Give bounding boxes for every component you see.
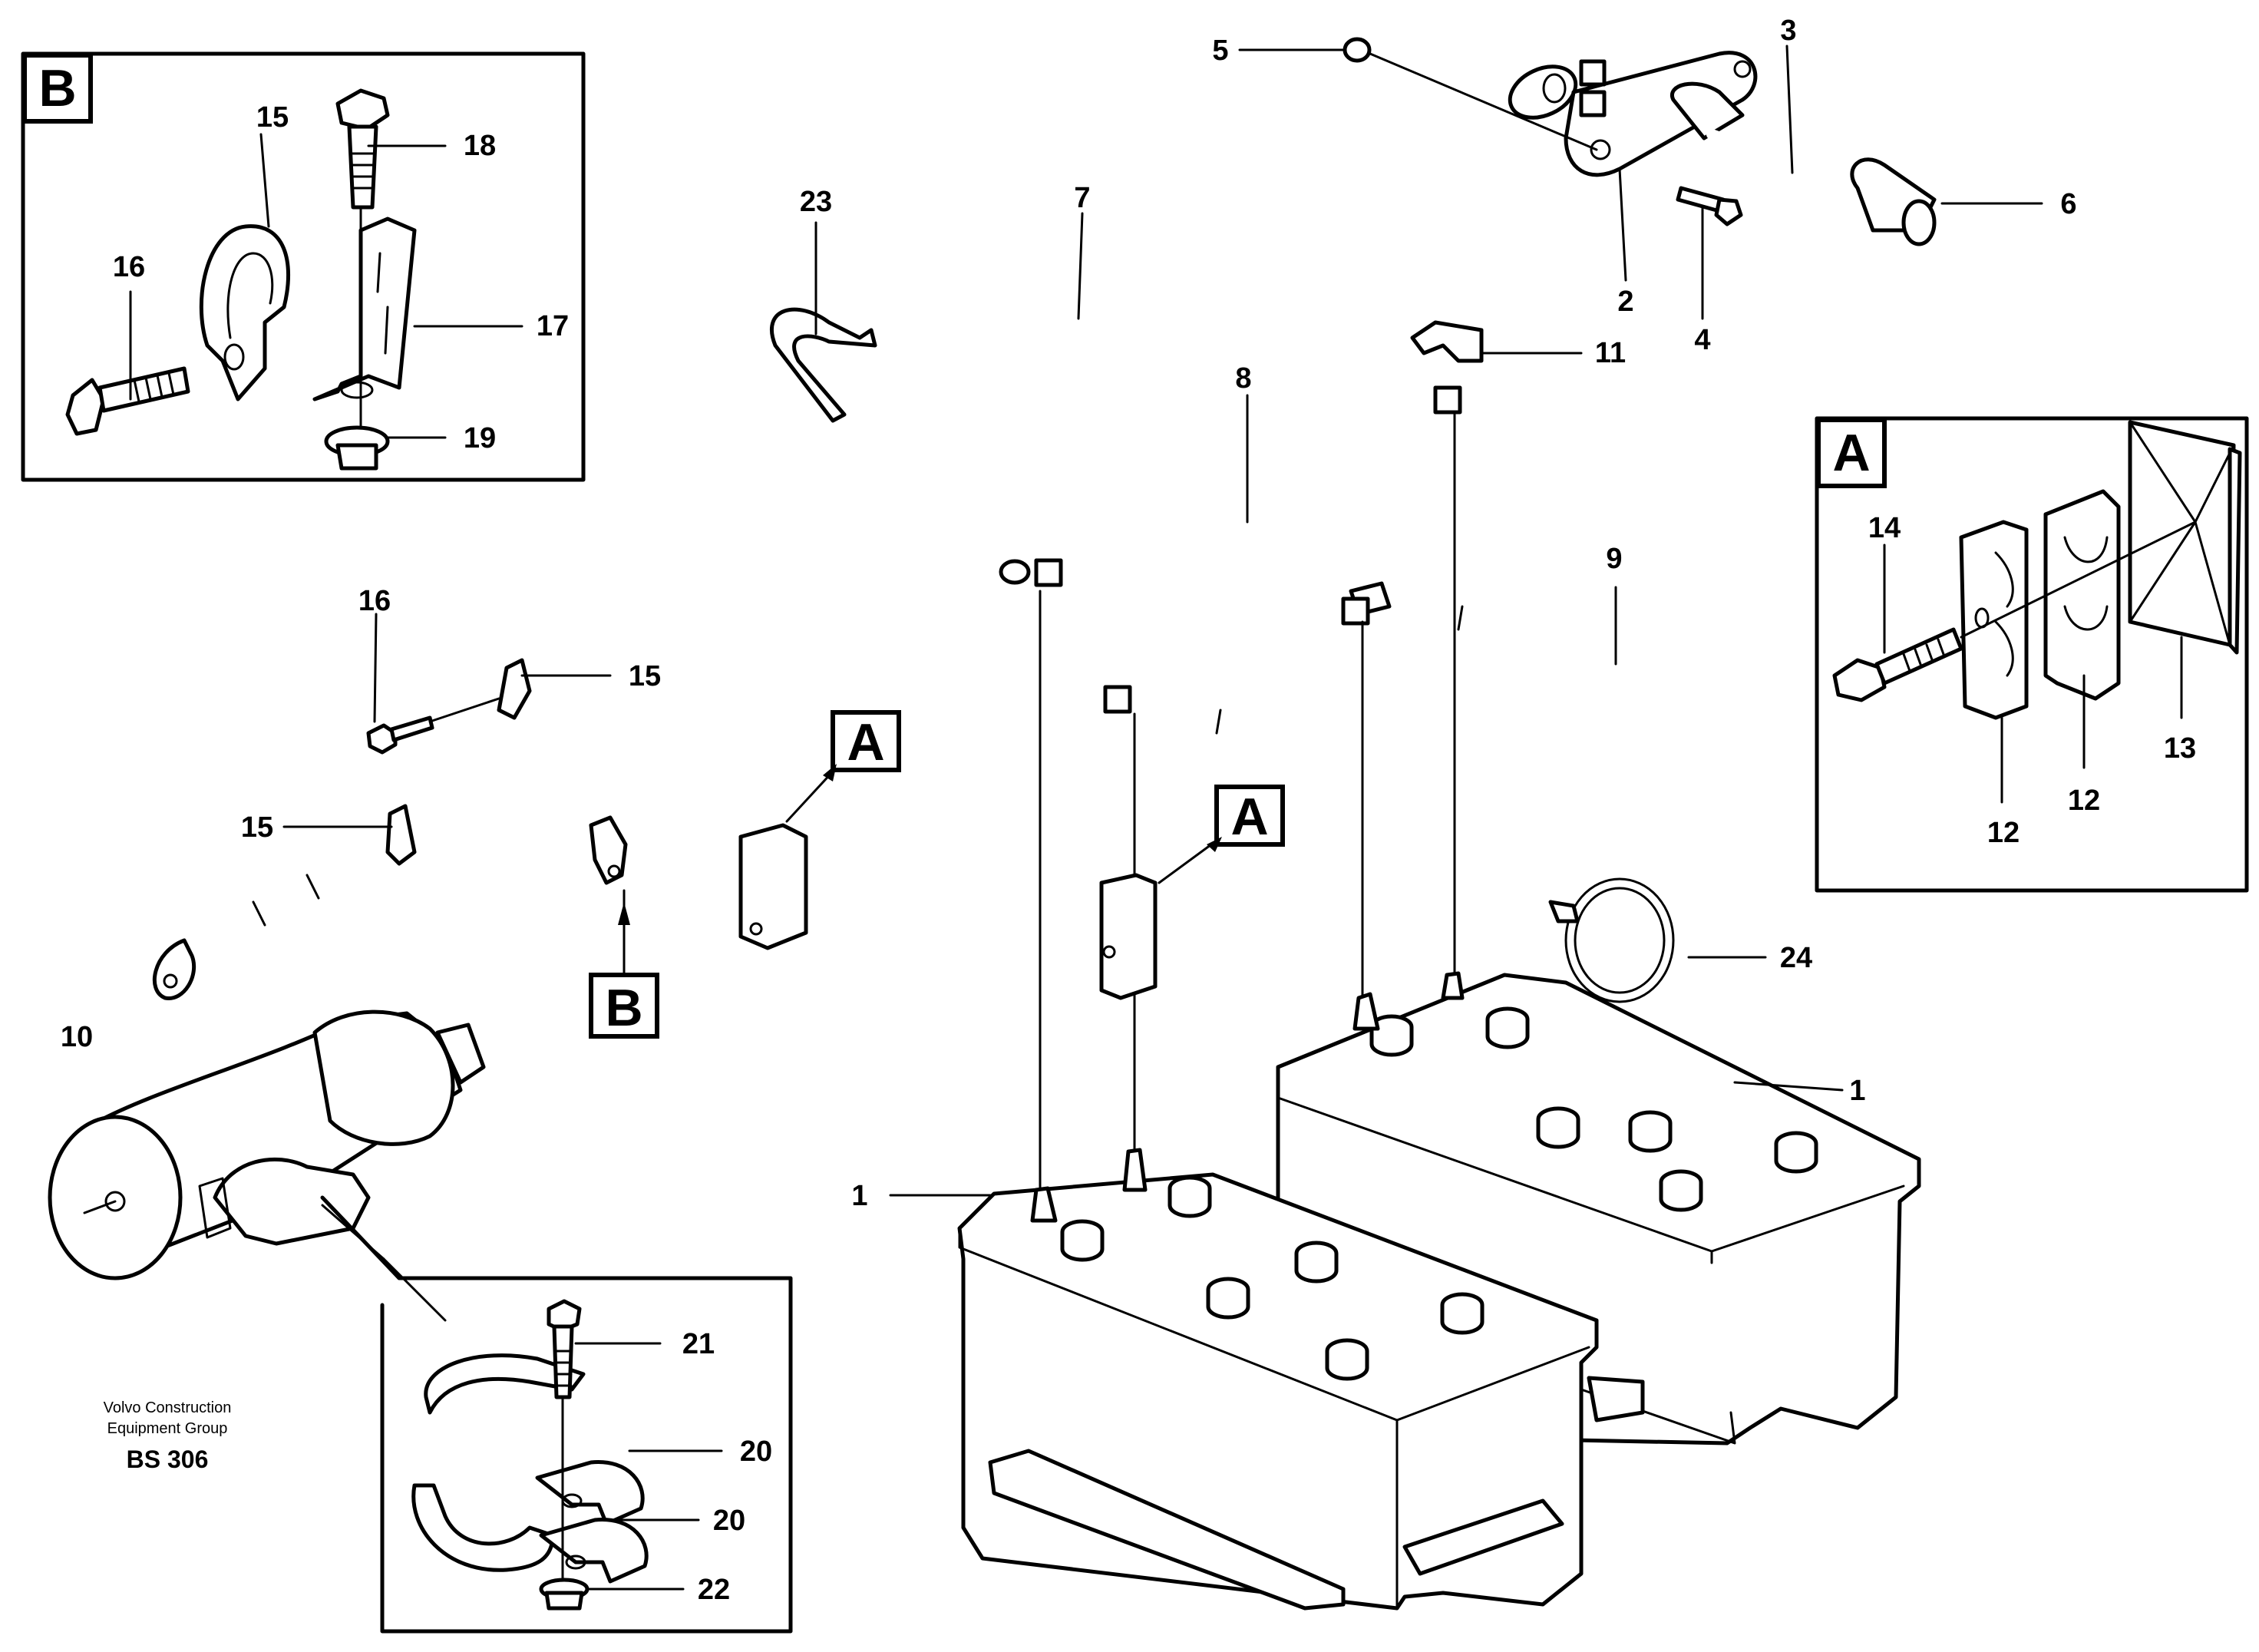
detail-a-label: A xyxy=(1832,424,1870,482)
ref-b: B xyxy=(589,889,659,1039)
bolt-21-icon xyxy=(547,1299,582,1399)
starter-detail-frame: 21 20 20 22 xyxy=(320,1195,793,1634)
ref-a-2: A xyxy=(1158,785,1285,884)
callout-11: 11 xyxy=(1595,337,1626,369)
callout-7: 7 xyxy=(1074,182,1090,214)
callout-1-left: 1 xyxy=(851,1180,867,1212)
callout-19: 19 xyxy=(464,422,496,454)
svg-text:B: B xyxy=(605,979,642,1037)
footer: Volvo Construction Equipment Group BS 30… xyxy=(104,1399,232,1473)
main-switch-icon xyxy=(1564,51,1802,251)
callout-17: 17 xyxy=(537,310,569,342)
bolt-14-icon xyxy=(1832,627,1963,702)
clip-11-icon xyxy=(1410,320,1484,363)
clamp-20-upper-icon xyxy=(424,1353,586,1415)
callout-21: 21 xyxy=(682,1328,715,1360)
footer-code: BS 306 xyxy=(127,1446,209,1473)
terminal-inner-icon xyxy=(1103,685,1132,714)
washer-5-icon xyxy=(1343,37,1598,151)
footer-company-line2: Equipment Group xyxy=(107,1420,228,1437)
clamp-half-12-icon xyxy=(2043,489,2121,701)
bolt-16-main-icon xyxy=(366,697,500,755)
detail-b-label: B xyxy=(38,59,76,117)
clamp-15-a-icon xyxy=(497,658,532,720)
detail-b-frame: B 15 16 17 xyxy=(21,51,586,482)
cable-inner-loop xyxy=(1128,682,1448,968)
plate-13-icon xyxy=(2128,420,2236,647)
callout-9: 9 xyxy=(1606,543,1622,575)
battery-front-icon xyxy=(957,1172,1645,1611)
callout-23: 23 xyxy=(800,186,832,218)
callout-2: 2 xyxy=(1617,286,1633,318)
svg-text:A: A xyxy=(1230,788,1268,846)
callout-10: 10 xyxy=(61,1021,93,1053)
cable-8 xyxy=(999,385,1462,587)
clamp-20-lower-icon xyxy=(411,1483,555,1572)
callout-3: 3 xyxy=(1780,15,1796,47)
callout-6: 6 xyxy=(2060,188,2076,220)
svg-text:A: A xyxy=(847,713,884,771)
starter-motor-10-icon xyxy=(48,1009,486,1322)
callout-5: 5 xyxy=(1212,35,1228,67)
ref-a-1: A xyxy=(785,710,901,823)
main-callouts: 2 3 4 5 6 7 8 9 11 23 16 15 15 24 1 1 10 xyxy=(61,15,2077,1212)
callout-18: 18 xyxy=(464,130,496,162)
nut-22-icon xyxy=(539,1578,590,1611)
callout-22: 22 xyxy=(698,1574,730,1606)
nut-19-icon xyxy=(324,425,390,471)
callout-13: 13 xyxy=(2164,732,2196,765)
clamp-15-b-icon xyxy=(385,804,417,866)
battery-caps xyxy=(1030,971,1818,1381)
hose-clamp-24-icon xyxy=(1548,877,1675,1003)
callout-20-a: 20 xyxy=(740,1436,772,1468)
detail-a-frame: A 14 12 12 13 xyxy=(1815,416,2249,893)
callout-20-b: 20 xyxy=(713,1505,745,1537)
callout-16-b: 16 xyxy=(113,251,145,283)
cable-holder-1 xyxy=(738,823,808,950)
bracket-17-icon xyxy=(312,216,417,401)
clamp-b-icon xyxy=(589,815,628,885)
bolt-18-icon xyxy=(335,88,390,210)
callout-15-b: 15 xyxy=(256,101,289,134)
callout-12-a: 12 xyxy=(1987,817,2020,849)
callout-1-right: 1 xyxy=(1849,1075,1865,1107)
bolt-4-icon xyxy=(1676,186,1743,226)
callout-14: 14 xyxy=(1868,512,1901,544)
callout-15-main-a: 15 xyxy=(629,660,661,692)
terminal-9-icon xyxy=(1341,596,1370,626)
callout-15-main-b: 15 xyxy=(241,811,273,844)
callout-8: 8 xyxy=(1235,362,1251,395)
cable-starter xyxy=(152,798,1144,1000)
footer-company-line1: Volvo Construction xyxy=(104,1399,232,1416)
clamp-15-icon xyxy=(199,224,291,401)
cable-tie-23-icon xyxy=(769,307,877,423)
callout-16-main: 16 xyxy=(358,585,391,617)
callout-12-b: 12 xyxy=(2068,785,2100,817)
cable-holder-2 xyxy=(1099,873,1158,1000)
bolt-16-icon xyxy=(65,366,190,436)
cap-6-icon xyxy=(1850,157,1937,246)
callout-4: 4 xyxy=(1694,324,1710,356)
callout-24: 24 xyxy=(1780,942,1812,974)
